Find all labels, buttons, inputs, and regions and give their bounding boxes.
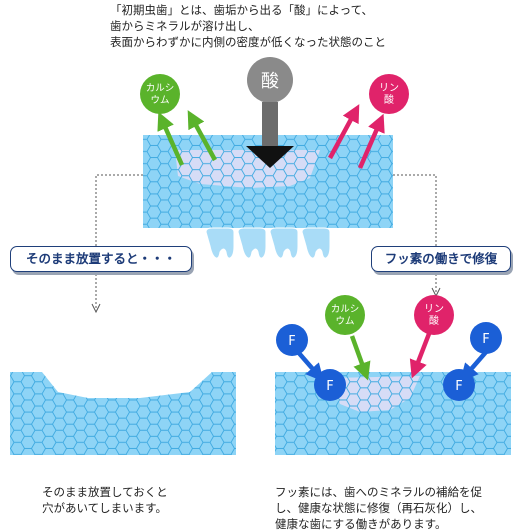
fluoride-arrow-right [460,350,488,382]
acid-circle [247,57,293,103]
fluoride-label-4: F [455,379,462,394]
calcium-label-top-line2: ウム [150,95,169,106]
calcium-label-top-line1: カルシ [146,83,175,94]
fluoride-circle-2 [314,369,346,401]
intro-text: 「初期虫歯」とは、歯垢から出る「酸」によって、 歯からミネラルが溶け出し、 表面… [110,3,386,49]
fluoride-circle-1 [276,324,308,356]
fluoride-label-3: F [482,332,489,347]
calcium-outflow-arrows [157,110,217,166]
acid-label: 酸 [261,71,279,92]
phosphate-circle-bottom [414,295,454,335]
left-outcome-label: そのまま放置すると・・・ [10,246,192,272]
phosphate-circle-top [369,74,409,114]
calcium-label-bottom: カルシウム [331,304,360,327]
fluoride-circle-4 [443,369,475,401]
left-down-arrowhead [91,303,101,314]
enamel-block-repaired [275,372,511,455]
phosphate-label-top: リン酸 [379,83,399,106]
acid-indicator [246,57,294,168]
fluoride-label-1: F [288,334,295,349]
calcium-label-top: カルシウム [146,83,175,106]
phosphate-outflow-arrows [328,104,385,169]
calcium-circle-top [140,74,180,114]
fluoride-arrow-left [296,350,324,382]
right-caption: フッ素には、歯へのミネラルの補給を促 し、健康な状態に修復（再石灰化）し、 健康… [275,485,482,531]
right-outcome-label: フッ素の働きで修復 [371,246,511,272]
phosphate-label-bottom: リン酸 [424,304,444,327]
calcium-circle-bottom [325,295,365,335]
left-caption: そのまま放置しておくと 穴があいてしまいます。 [42,485,168,515]
teeth-icon [205,227,331,259]
fluoride-label-2: F [326,379,333,394]
calcium-inflow-arrow [349,335,371,381]
enamel-block-cavity [10,372,236,455]
fluoride-circle-3 [470,322,502,354]
